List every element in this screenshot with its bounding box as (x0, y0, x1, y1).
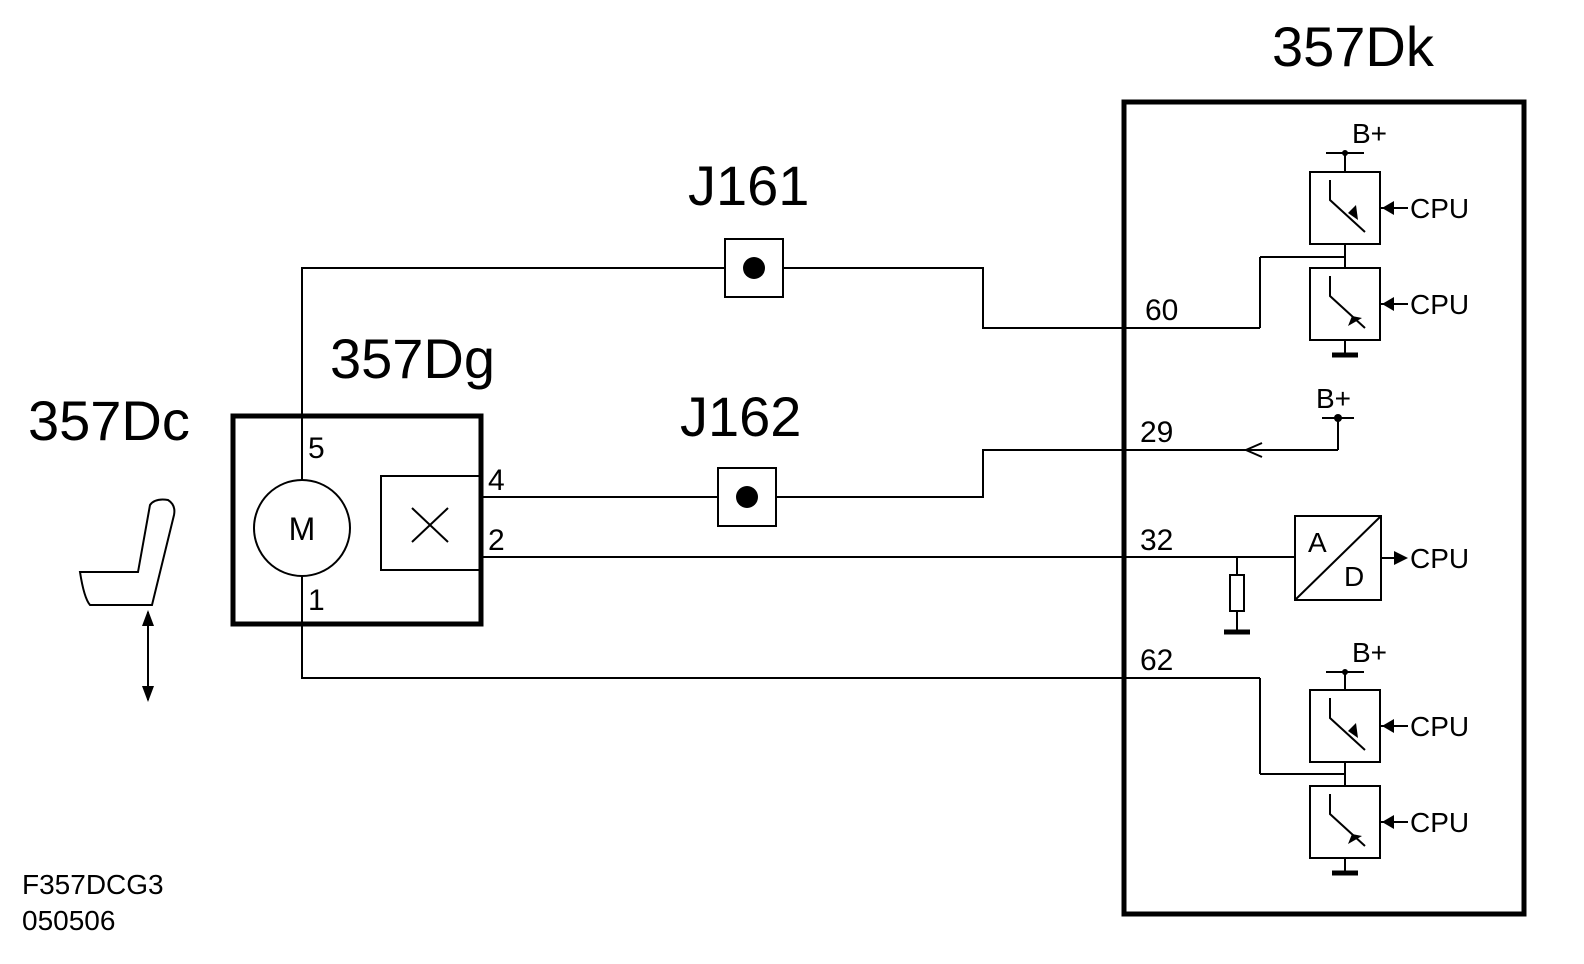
figure-date: 050506 (22, 905, 115, 936)
ecu-pin-32: 32 (1140, 524, 1173, 557)
wire-pin5-60 (301, 267, 1260, 416)
ad-converter: A D CPU (1224, 515, 1469, 635)
junction-j162-label: J162 (680, 385, 801, 448)
ecu-pin-60: 60 (1145, 294, 1178, 327)
motor-unit-box (230, 413, 484, 627)
motor-pin-5: 5 (308, 432, 325, 465)
lower-half-bridge: B+ CPU CPU (1259, 637, 1469, 876)
upper-half-bridge: B+ CPU CPU (1259, 118, 1469, 358)
cpu-label: CPU (1410, 193, 1469, 224)
low-side-switch-icon (1309, 785, 1381, 859)
position-sensor-box (380, 475, 482, 571)
resistor-icon (1229, 574, 1245, 612)
high-side-switch-icon (1309, 171, 1381, 245)
seat-icon (78, 498, 176, 702)
low-side-switch-icon (1309, 267, 1381, 341)
ad-input-label: A (1308, 527, 1327, 558)
junction-j161-label: J161 (688, 154, 809, 217)
cpu-label: CPU (1410, 289, 1469, 320)
supply-label: B+ (1352, 637, 1387, 668)
supply-label: B+ (1352, 118, 1387, 149)
motor-pin-1: 1 (308, 584, 325, 617)
motor-pin-2: 2 (488, 524, 505, 557)
motor-pin-4: 4 (488, 464, 505, 497)
wire-pin1-62 (301, 624, 1260, 679)
ecu-pin-62: 62 (1140, 644, 1173, 677)
pull-up-supply: B+ (1243, 383, 1354, 458)
control-unit-box (1121, 99, 1527, 917)
sensor-cross-icon (411, 507, 449, 543)
arrow-icon (1243, 442, 1263, 458)
motor-symbol: M (289, 511, 316, 547)
supply-label: B+ (1316, 383, 1351, 414)
cpu-label: CPU (1410, 543, 1469, 574)
control-unit-label: 357Dk (1272, 15, 1435, 78)
ecu-pin-29: 29 (1140, 416, 1173, 449)
ad-output-label: D (1344, 561, 1364, 592)
cpu-label: CPU (1410, 807, 1469, 838)
wire-pin4-29 (481, 449, 1338, 498)
high-side-switch-icon (1309, 689, 1381, 763)
seat-label: 357Dc (28, 389, 190, 452)
motor-unit-label: 357Dg (330, 327, 495, 390)
cpu-label: CPU (1410, 711, 1469, 742)
figure-code: F357DCG3 (22, 869, 164, 900)
